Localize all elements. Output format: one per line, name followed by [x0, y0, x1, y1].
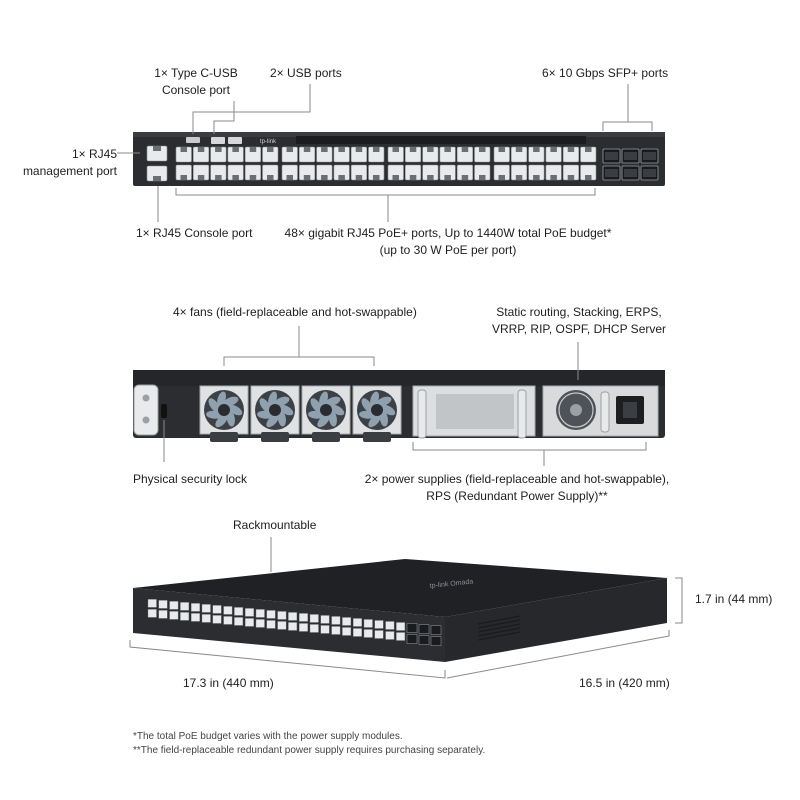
perspective-rj45-port [320, 625, 330, 634]
perspective-sfp-port [406, 634, 418, 644]
fans-label: 4× fans (field-replaceable and hot-swapp… [173, 305, 417, 319]
perspective-rj45-port [190, 603, 200, 612]
perspective-rj45-port [147, 599, 157, 608]
perspective-rj45-port [223, 606, 233, 615]
fan-handle [312, 432, 340, 442]
perspective-rj45-port [234, 607, 244, 616]
perspective-rj45-port [201, 614, 211, 623]
perspective-rj45-port [374, 620, 384, 629]
perspective-sfp-port [406, 623, 418, 633]
perspective-rj45-port [299, 623, 308, 632]
footnote-psu: **The field-replaceable redundant power … [133, 745, 486, 756]
perspective-rj45-port [255, 609, 265, 618]
usb-c-label: 1× Type C-USB Console port [154, 66, 238, 97]
perspective-rj45-port [288, 622, 298, 631]
usb-label: 2× USB ports [270, 66, 342, 80]
rack-ear [133, 384, 159, 436]
perspective-rj45-port [363, 619, 373, 628]
perspective-rj45-port [266, 620, 276, 629]
depth-label: 16.5 in (420 mm) [579, 676, 670, 690]
perspective-rj45-port [363, 629, 373, 638]
dimension-lines [129, 537, 683, 679]
rackmount-label: Rackmountable [233, 518, 317, 532]
console-port-label: 1× RJ45 Console port [136, 226, 253, 240]
perspective-rj45-port [299, 613, 308, 622]
width-label: 17.3 in (440 mm) [183, 676, 274, 690]
perspective-view: tp-link Omada [133, 559, 667, 662]
perspective-rj45-port [353, 628, 362, 637]
fan-handle [210, 432, 238, 442]
perspective-rj45-port [147, 609, 157, 618]
switch-side [445, 578, 667, 662]
front-panel: tp-link [133, 132, 665, 186]
switch-top [133, 559, 667, 617]
perspective-rj45-port [342, 617, 352, 626]
perspective-rj45-port [288, 612, 298, 621]
psu-label: 2× power supplies (field-replaceable and… [364, 472, 670, 503]
perspective-sfp-port [418, 624, 430, 634]
rear-panel [133, 370, 665, 442]
perspective-rj45-port [396, 622, 406, 631]
features-label: Static routing, Stacking, ERPS, VRRP, RI… [491, 305, 667, 336]
perspective-rj45-port [180, 602, 190, 611]
footnote-poe: *The total PoE budget varies with the po… [133, 731, 403, 742]
fan-handle [261, 432, 289, 442]
perspective-sfp-port [430, 625, 442, 635]
perspective-rj45-port [309, 614, 319, 623]
perspective-rj45-port [212, 605, 222, 614]
brand-logo: tp-link [260, 139, 277, 145]
perspective-rj45-port [255, 619, 265, 628]
perspective-ports [147, 599, 442, 646]
usb-port-1 [211, 137, 225, 144]
perspective-rj45-port [266, 610, 276, 619]
perspective-rj45-port [342, 627, 352, 636]
perspective-rj45-port [353, 618, 362, 627]
perspective-rj45-port [158, 600, 168, 609]
poe-label: 48× gigabit RJ45 PoE+ ports, Up to 1440W… [284, 226, 612, 257]
perspective-rj45-port [223, 616, 233, 625]
perspective-rj45-port [385, 631, 395, 640]
perspective-rj45-port [234, 617, 244, 626]
perspective-rj45-port [309, 624, 319, 633]
perspective-rj45-port [277, 621, 287, 630]
perspective-rj45-port [331, 616, 341, 625]
mgmt-port-label: 1× RJ45 management port [22, 147, 117, 178]
height-label: 1.7 in (44 mm) [695, 592, 773, 606]
front-leader-lines [117, 84, 653, 222]
perspective-rj45-port [331, 626, 341, 635]
perspective-rj45-port [158, 610, 168, 619]
perspective-rj45-port [396, 632, 406, 641]
perspective-rj45-port [374, 630, 384, 639]
perspective-rj45-port [169, 611, 179, 620]
perspective-rj45-port [244, 608, 254, 617]
sfp-label: 6× 10 Gbps SFP+ ports [542, 66, 669, 80]
security-lock-label: Physical security lock [133, 472, 248, 486]
fan-modules [199, 385, 402, 442]
perspective-rj45-port [190, 613, 200, 622]
perspective-sfp-port [418, 635, 430, 645]
front-vent [296, 136, 586, 144]
perspective-rj45-port [180, 612, 190, 621]
fan-handle [363, 432, 391, 442]
perspective-rj45-port [320, 615, 330, 624]
rear-leader-lines [163, 326, 647, 466]
perspective-rj45-port [277, 611, 287, 620]
svg-text:tp-link Omada: tp-link Omada [429, 578, 473, 590]
usb-port-2 [228, 137, 242, 144]
rj45-port-grid [175, 146, 597, 181]
usb-c-port [186, 137, 200, 143]
perspective-rj45-port [212, 615, 222, 624]
sfp-port-grid [602, 148, 659, 181]
perspective-rj45-port [244, 618, 254, 627]
management-ports [146, 145, 168, 182]
perspective-sfp-port [430, 636, 442, 646]
perspective-rj45-port [169, 601, 179, 610]
perspective-rj45-port [201, 604, 211, 613]
perspective-rj45-port [385, 621, 395, 630]
